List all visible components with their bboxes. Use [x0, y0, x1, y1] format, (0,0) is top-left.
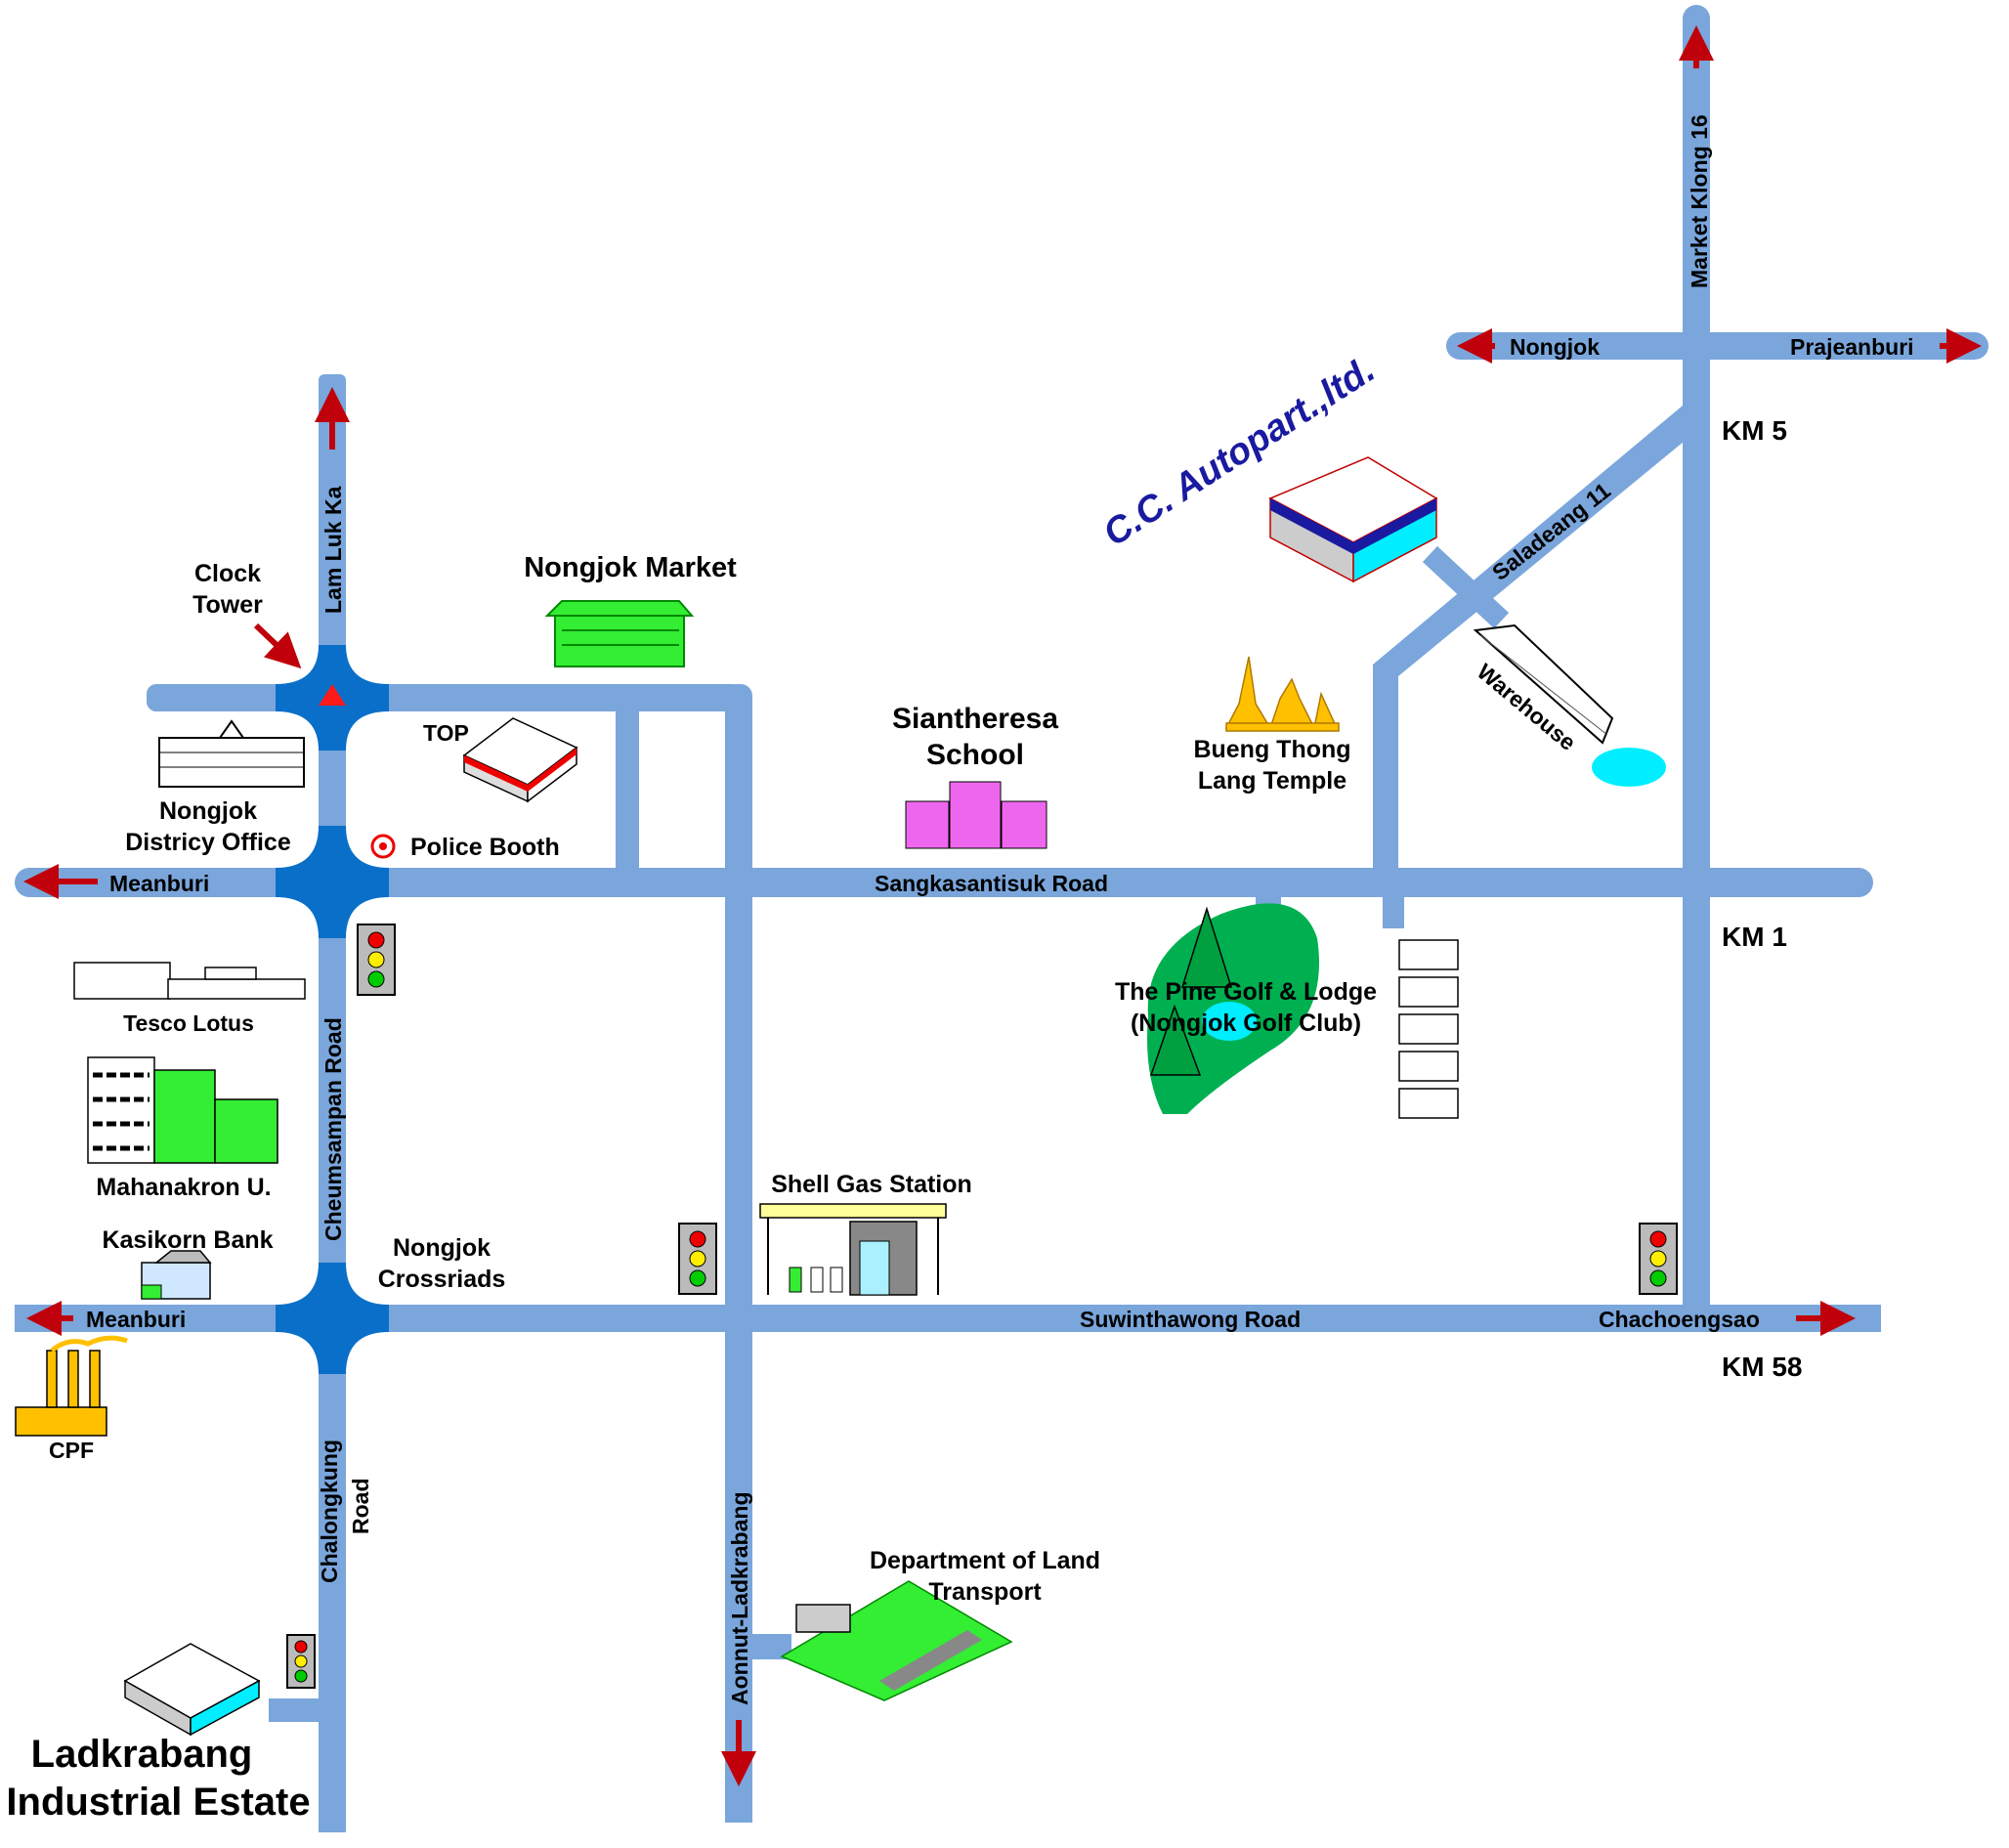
mahanakron-building-icon: [87, 1056, 278, 1164]
shell-label: Shell Gas Station: [771, 1171, 972, 1198]
top-label: TOP: [423, 720, 469, 746]
road-village-spur: [1383, 884, 1404, 928]
golf-course-icon: [1147, 903, 1319, 1114]
traffic-light-3-icon: [1639, 1223, 1678, 1295]
road-market-access: [616, 698, 639, 874]
crossroads-label-1: Nongjok: [393, 1234, 491, 1262]
road-label-market-klong-16: Market Klong 16: [1687, 114, 1712, 288]
dlt-label-1: Department of Land: [870, 1547, 1100, 1574]
road-label-suwinthawong: Suwinthawong Road: [1080, 1307, 1301, 1332]
tesco-label: Tesco Lotus: [123, 1010, 254, 1036]
temple-label-2: Lang Temple: [1198, 767, 1346, 795]
road-saladeang-cross: [1422, 545, 1510, 629]
estate-label-1: Ladkrabang: [31, 1733, 253, 1776]
gas-station-icon: [759, 1203, 947, 1296]
road-label-cheumsampan: Cheumsampan Road: [321, 1017, 346, 1241]
arrow-clock-tower-pointer-icon: [253, 623, 302, 669]
clock-tower-label-2: Tower: [192, 591, 263, 619]
land-transport-icon: [780, 1580, 1013, 1701]
estate-label-2: Industrial Estate: [6, 1781, 310, 1824]
direction-prajeanburi: Prajeanburi: [1790, 334, 1914, 360]
map-labels: C.C. Autopart.,ltd. Market Klong 16 Sala…: [6, 114, 1913, 1824]
pine-tree-1-icon: [1180, 906, 1233, 988]
road-label-aonnut: Aonnut-Ladkrabang: [727, 1492, 752, 1706]
estate-building-icon: [123, 1643, 261, 1737]
direction-chachoengsao: Chachoengsao: [1599, 1307, 1760, 1332]
road-cheumsampan: [319, 880, 346, 1310]
clock-tower-label-1: Clock: [194, 560, 261, 587]
pond-icon: [1592, 748, 1666, 787]
direction-meanburi-top: Meanburi: [109, 871, 209, 896]
school-building-icon: [905, 781, 1047, 849]
factory-icon: [15, 1335, 128, 1437]
mahanakron-label: Mahanakron U.: [96, 1174, 271, 1201]
temple-icon: [1224, 656, 1340, 732]
traffic-light-2-icon: [678, 1223, 717, 1295]
pine-tree-2-icon: [1149, 1004, 1202, 1076]
warehouse-icon: [1473, 623, 1666, 787]
district-office-icon: [158, 719, 305, 788]
district-office-label-1: Nongjok: [159, 797, 257, 825]
company-building-icon: [1268, 456, 1438, 583]
direction-meanburi-bottom: Meanburi: [86, 1307, 186, 1332]
traffic-light-1-icon: [357, 924, 396, 996]
km58-label: KM 58: [1722, 1352, 1802, 1382]
police-booth-icon: [370, 834, 396, 859]
road-estate-spur: [269, 1698, 327, 1722]
road-top-segment: [147, 684, 743, 711]
nongjok-market-label: Nongjok Market: [524, 552, 737, 583]
police-booth-label: Police Booth: [410, 834, 560, 861]
traffic-light-4-icon: [286, 1634, 316, 1689]
road-label-chalongkung: Chalongkung: [317, 1440, 342, 1583]
school-label-2: School: [926, 739, 1024, 771]
top-store-icon: [462, 717, 578, 803]
crossroads-label-2: Crossriads: [378, 1266, 506, 1293]
road-label-chalongkung-road: Road: [348, 1479, 373, 1535]
road-saladeang-11: [1373, 406, 1700, 881]
meanburi-junction: [276, 826, 389, 938]
cpf-label: CPF: [49, 1438, 94, 1463]
school-label-1: Siantheresa: [892, 703, 1058, 735]
road-label-lam-luk-ka: Lam Luk Ka: [321, 486, 346, 614]
temple-label-1: Bueng Thong: [1193, 736, 1350, 763]
road-nongjok-prajeanburi: [1446, 332, 1988, 360]
golf-label-2: (Nongjok Golf Club): [1131, 1010, 1361, 1037]
road-market-east: [725, 684, 752, 880]
road-chalongkung: [319, 1329, 346, 1832]
km1-label: KM 1: [1722, 922, 1787, 952]
clock-tower-icon: [319, 684, 346, 706]
market-building-icon: [544, 600, 695, 667]
km5-label: KM 5: [1722, 415, 1787, 446]
kasikorn-label: Kasikorn Bank: [102, 1226, 273, 1254]
road-sangkasantisuk: [15, 868, 1873, 897]
dlt-label-2: Transport: [928, 1578, 1042, 1606]
golf-label-1: The Pine Golf & Lodge: [1115, 978, 1377, 1006]
tesco-building-icon: [73, 962, 306, 1000]
district-office-label-2: Districy Office: [125, 829, 291, 856]
road-label-sangkasantisuk: Sangkasantisuk Road: [875, 871, 1108, 896]
junctions: [276, 645, 389, 1374]
golf-pond-icon: [1202, 1002, 1257, 1041]
nongjok-crossroads-junction: [276, 1263, 389, 1374]
road-aonnut: [725, 897, 752, 1823]
road-label-saladeang-11: Saladeang 11: [1487, 478, 1615, 585]
direction-arrows: [23, 25, 1982, 1786]
townhouses-icon: [1398, 939, 1459, 1119]
direction-nongjok: Nongjok: [1510, 334, 1600, 360]
bank-building-icon: [141, 1250, 212, 1300]
road-lam-luk-ka: [319, 374, 346, 882]
